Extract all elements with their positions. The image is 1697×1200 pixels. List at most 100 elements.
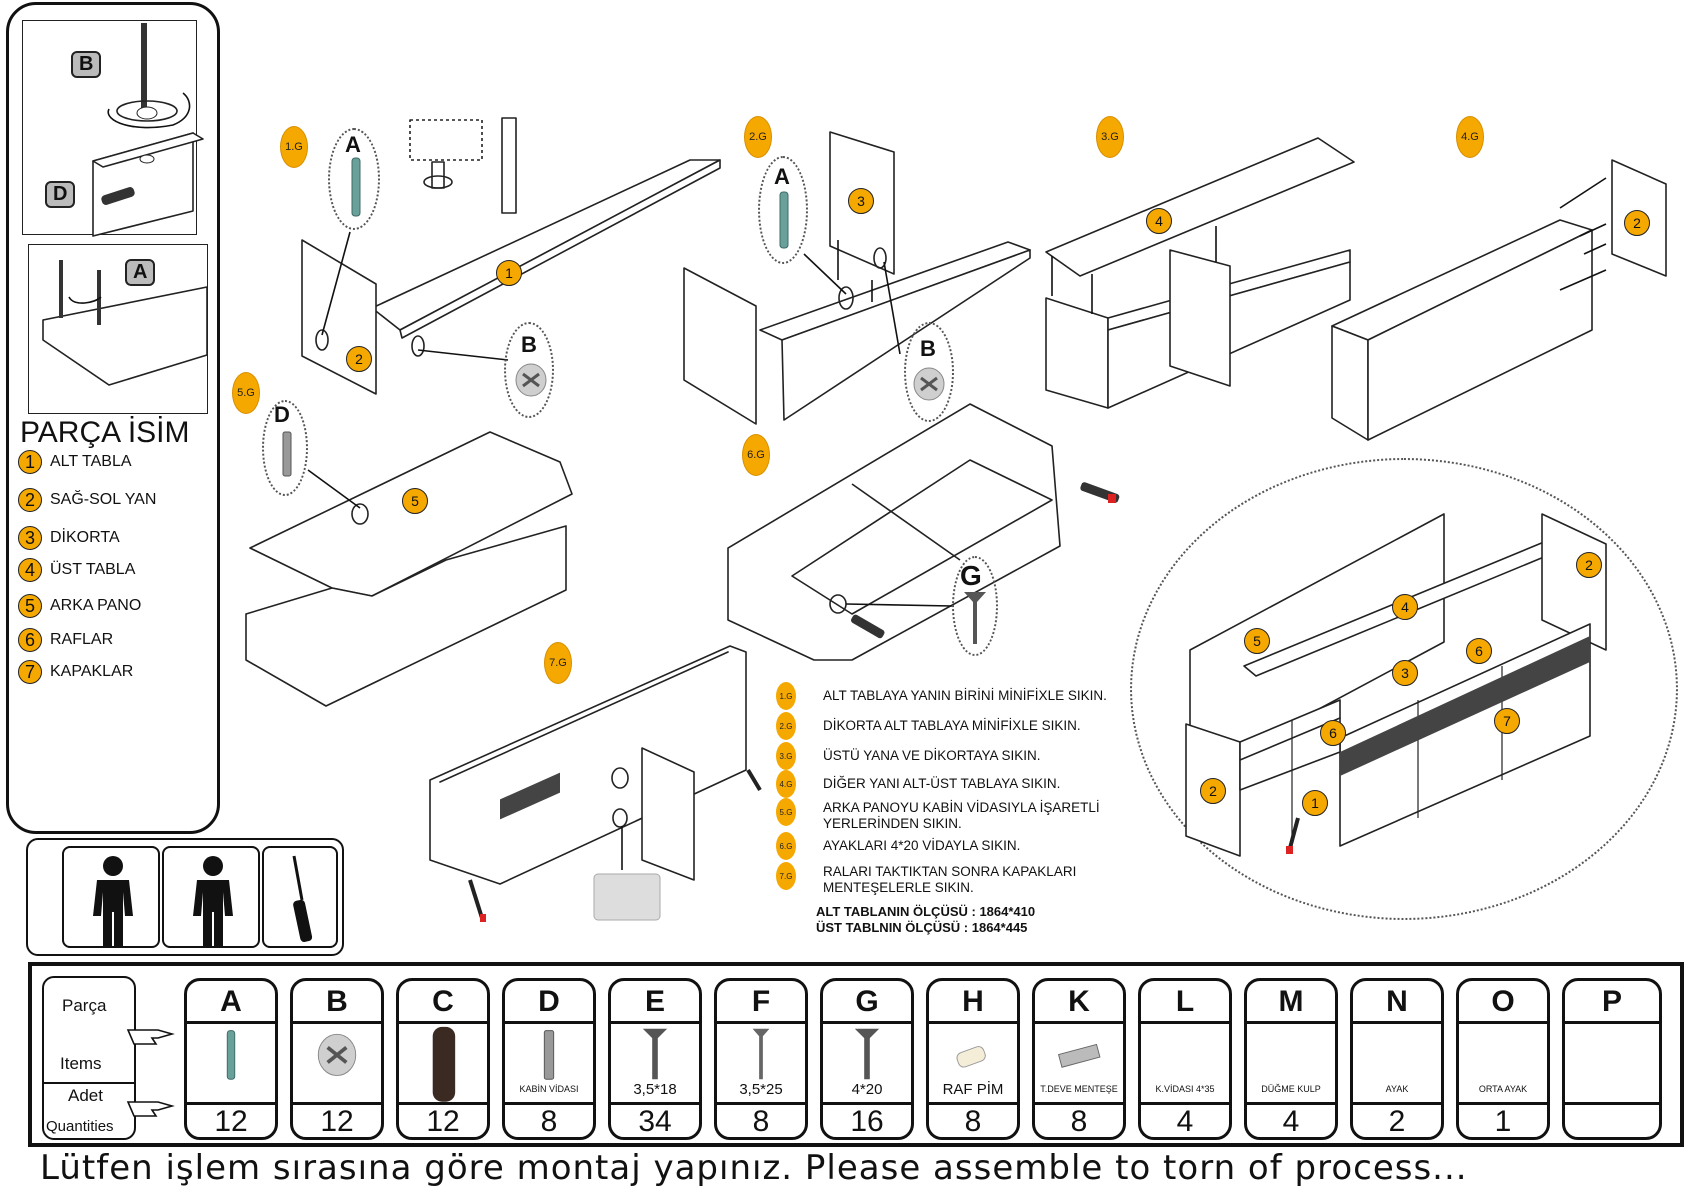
part-badge-5: 5 [1244, 628, 1270, 654]
hardware-item-cell: E 3,5*18 34 [608, 978, 702, 1140]
part-badge-3: 3 [848, 188, 874, 214]
hardware-item-cell: P [1562, 978, 1662, 1140]
instruction-text: AYAKLARI 4*20 VİDAYLA SIKIN. [823, 838, 1021, 853]
header-divider [44, 1082, 134, 1084]
screw-icon [964, 592, 986, 644]
part-badge-6: 6 [1466, 638, 1492, 664]
step-badge-4: 4.G [1456, 116, 1484, 158]
callout-label-b: B [920, 336, 936, 361]
hardware-item-cell: H RAF PİM 8 [926, 978, 1020, 1140]
parts-legend-panel [6, 2, 220, 834]
step-badge-6: 6.G [742, 434, 770, 476]
pin-icon [432, 1026, 456, 1102]
part-badge-4: 4 [1146, 208, 1172, 234]
hardware-header-cell: Parça Items Adet Quantities [42, 976, 136, 1140]
part-badge-6: 6 [1320, 720, 1346, 746]
part-badge-1: 1 [496, 260, 522, 286]
detail-label-a: A [125, 259, 156, 286]
pointing-hand-icon [126, 1029, 175, 1045]
dowel-detail-box: A [28, 244, 208, 414]
dowel-icon [351, 157, 361, 217]
step-badge-2: 2.G [744, 116, 772, 158]
header-quantities: Quantities [46, 1118, 114, 1135]
callout-label-b: B [521, 332, 537, 357]
final-assembly-view [1130, 458, 1678, 920]
part-badge-1: 1 [1302, 790, 1328, 816]
screw-icon [752, 1028, 770, 1080]
hardware-item-cell: C 12 [396, 978, 490, 1140]
callout-label-d: D [274, 402, 290, 427]
assembly-footer-note: Lütfen işlem sırasına göre montaj yapını… [40, 1148, 1468, 1188]
shelf-pin-icon [956, 1046, 986, 1068]
hardware-item-cell: D KABİN VİDASI 8 [502, 978, 596, 1140]
callout-label-g: G [960, 560, 982, 591]
minifix-detail-box: B D [22, 20, 204, 237]
hardware-item-cell: A 12 [184, 978, 278, 1140]
screwdriver-icon [262, 846, 338, 948]
cabinet-screw-icon [543, 1030, 555, 1080]
minifix-cam-icon [317, 1033, 357, 1076]
dowel-callout [328, 128, 380, 230]
header-items: Items [60, 1054, 102, 1073]
minifix-callout [904, 322, 954, 422]
instruction-step-badge: 4.G [776, 770, 796, 798]
instruction-text: RALARI TAKTIKTAN SONRA KAPAKLARI MENTEŞE… [823, 864, 1077, 895]
cabinet-screw-callout [262, 400, 308, 496]
part-badge-4: 4 [1392, 594, 1418, 620]
hardware-item-cell: L K.VİDASI 4*35 4 [1138, 978, 1232, 1140]
detail-label-d: D [45, 181, 76, 208]
screw-icon [642, 1028, 668, 1080]
part-badge-5: 5 [402, 488, 428, 514]
step-badge-7: 7.G [544, 642, 572, 684]
screw-icon [854, 1028, 880, 1080]
instruction-step-badge: 1.G [776, 682, 796, 710]
part-badge-3: 3 [1392, 660, 1418, 686]
instruction-step-badge: 3.G [776, 742, 796, 770]
parts-list-title: PARÇA İSİM [20, 416, 190, 449]
person-icon [162, 846, 260, 948]
instruction-text: DİĞER YANI ALT-ÜST TABLAYA SIKIN. [823, 776, 1061, 791]
hardware-table: Parça Items Adet Quantities A 12 B 12 C … [28, 962, 1684, 1147]
detail-label-b: B [71, 51, 102, 78]
hardware-item-cell: B 12 [290, 978, 384, 1140]
hardware-item-cell: K T.DEVE MENTEŞE 8 [1032, 978, 1126, 1140]
instruction-step-badge: 2.G [776, 712, 796, 740]
assembly-requirements-box [26, 838, 344, 956]
part-badge-2: 2 [1624, 210, 1650, 236]
hardware-item-cell: M DÜĞME KULP 4 [1244, 978, 1338, 1140]
instruction-text: ÜSTÜ YANA VE DİKORTAYA SIKIN. [823, 748, 1041, 763]
person-icon [62, 846, 160, 948]
header-parca: Parça [62, 996, 107, 1015]
instruction-step-badge: 6.G [776, 832, 796, 860]
step-badge-3: 3.G [1096, 116, 1124, 158]
dowel-callout [758, 156, 808, 264]
header-adet: Adet [68, 1086, 103, 1105]
minifix-cam-icon [515, 363, 547, 397]
instruction-text: ARKA PANOYU KABİN VİDASIYLA İŞARETLİ YER… [823, 800, 1100, 831]
step-badge-1: 1.G [280, 126, 308, 168]
pointing-hand-icon [126, 1101, 175, 1117]
screw-callout [952, 556, 998, 656]
dowel-icon [779, 191, 789, 249]
hardware-item-cell: F 3,5*25 8 [714, 978, 808, 1140]
hardware-item-cell: G 4*20 16 [820, 978, 914, 1140]
hinge-icon [1057, 1043, 1101, 1068]
part-badge-7: 7 [1494, 708, 1520, 734]
minifix-cam-icon [913, 367, 945, 401]
cabinet-screw-icon [282, 431, 292, 477]
part-badge-2: 2 [346, 346, 372, 372]
minifix-callout [504, 322, 554, 418]
callout-label-a: A [774, 164, 790, 189]
callout-label-a: A [345, 132, 361, 157]
instruction-text: ALT TABLAYA YANIN BİRİNİ MİNİFİXLE SIKIN… [823, 688, 1107, 703]
